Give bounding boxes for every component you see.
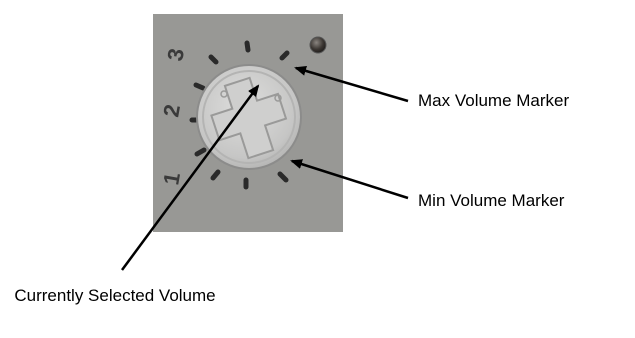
max-marker-arrow (294, 66, 409, 103)
tick-mark (208, 54, 219, 65)
tick-mark (194, 147, 207, 157)
volume-knob-rim (202, 70, 296, 164)
dial-number-3: 3 (162, 46, 189, 62)
dial-number-2: 2 (158, 102, 185, 118)
current-volume-label: Currently Selected Volume (14, 286, 216, 305)
min-marker-arrow (290, 159, 409, 200)
knob-cross-slot-icon (210, 76, 288, 160)
indicator-led-icon (309, 36, 327, 54)
tick-mark (193, 82, 206, 91)
tick-mark (279, 50, 290, 61)
min-volume-marker-label: Min Volume Marker (418, 191, 565, 210)
tick-mark (244, 40, 251, 53)
dial-number-1: 1 (158, 170, 185, 186)
max-volume-marker-label: Max Volume Marker (418, 91, 570, 110)
knob-dimple (274, 94, 282, 102)
current-volume-arrow (120, 84, 260, 271)
tick-mark (277, 171, 289, 183)
tick-mark (210, 169, 221, 181)
knob-dimple (220, 90, 228, 98)
